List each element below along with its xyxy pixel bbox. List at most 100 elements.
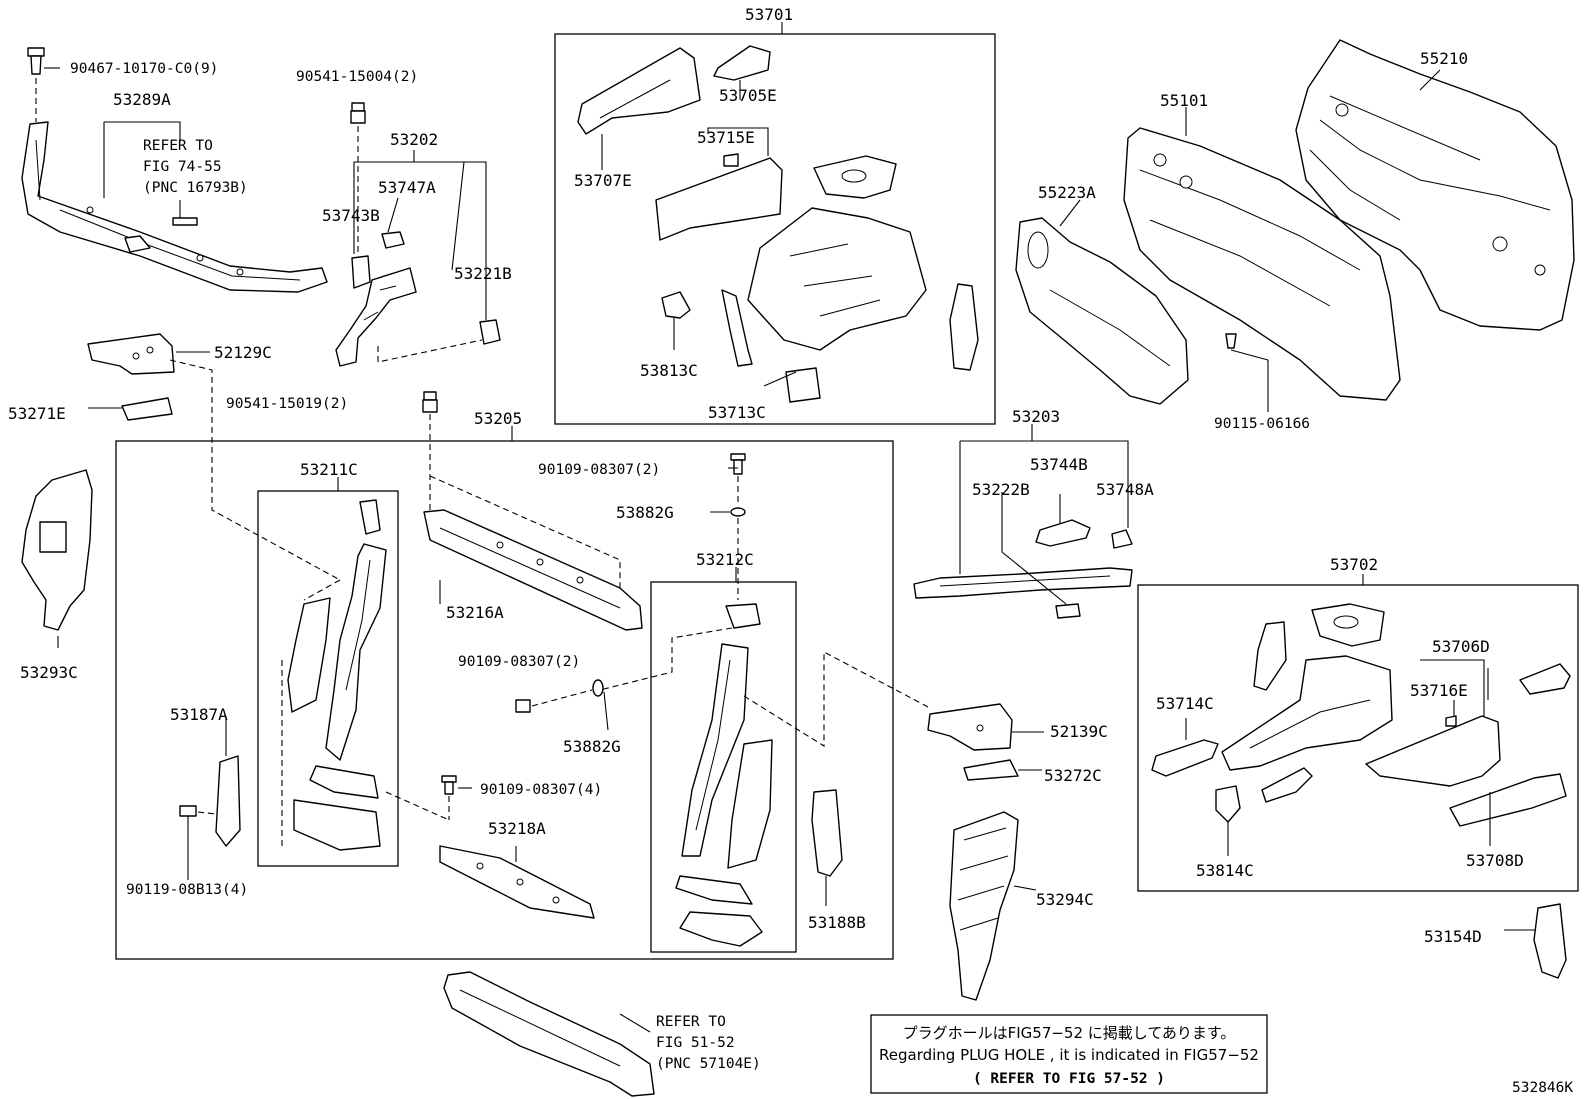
group-box-53702	[1137, 584, 1579, 892]
label-53271e: 53271E	[8, 404, 66, 423]
label-53706d: 53706D	[1432, 637, 1490, 656]
part-lower-cross-member	[443, 971, 655, 1097]
label-53203: 53203	[1012, 407, 1060, 426]
label-53293c: 53293C	[20, 663, 78, 682]
part-53293c	[21, 469, 93, 631]
label-53216a: 53216A	[446, 603, 504, 622]
label-90119-08b13: 90119-08B13(4)	[126, 882, 248, 898]
refer-51-line1: REFER TO	[656, 1014, 726, 1030]
figure-code: 532846K	[1512, 1080, 1573, 1096]
part-53187a	[179, 755, 241, 880]
part-53154d	[1533, 903, 1567, 979]
leader-lines	[44, 22, 1536, 1033]
label-53202: 53202	[390, 130, 438, 149]
label-53211c: 53211C	[300, 460, 358, 479]
label-53707e: 53707E	[574, 171, 632, 190]
part-53714c	[1151, 739, 1219, 777]
label-53716e: 53716E	[1410, 681, 1468, 700]
part-55210	[1295, 39, 1575, 331]
refer-51-line2: FIG 51-52	[656, 1035, 735, 1051]
label-52129c: 52129C	[214, 343, 272, 362]
part-53271e	[121, 397, 173, 421]
part-53701-group	[577, 45, 979, 403]
label-55101: 55101	[1160, 91, 1208, 110]
part-53202	[335, 231, 501, 367]
refer-74-line2: FIG 74-55	[143, 159, 222, 175]
label-53701: 53701	[745, 5, 793, 24]
label-90109-08307-top: 90109-08307(2)	[538, 462, 660, 478]
label-53187a: 53187A	[170, 705, 228, 724]
part-bolt-90109-top	[730, 453, 746, 600]
group-box-53211c	[257, 490, 399, 867]
part-53708d	[1449, 773, 1567, 827]
label-53222b: 53222B	[972, 480, 1030, 499]
note-line-en: Regarding PLUG HOLE , it is indicated in…	[879, 1046, 1259, 1064]
label-90109-08307-lower: 90109-08307(4)	[480, 782, 602, 798]
note-box	[870, 1014, 1268, 1094]
part-52139c	[927, 703, 1013, 751]
label-53221b: 53221B	[454, 264, 512, 283]
part-52129c	[87, 333, 341, 581]
label-53218a: 53218A	[488, 819, 546, 838]
part-bolt-90541-15004	[350, 102, 366, 255]
label-53212c: 53212C	[696, 550, 754, 569]
part-53294c	[949, 811, 1019, 1001]
note-line-refer: ( REFER TO FIG 57-52 )	[973, 1071, 1165, 1087]
part-53289a	[21, 121, 328, 293]
part-53218a	[439, 845, 595, 919]
label-53188b: 53188B	[808, 913, 866, 932]
label-53154d: 53154D	[1424, 927, 1482, 946]
refer-74-line3: (PNC 16793B)	[143, 180, 248, 196]
part-53216a	[423, 475, 643, 631]
label-53748a: 53748A	[1096, 480, 1154, 499]
part-53715e	[723, 153, 739, 167]
part-bolt-90541-15019	[422, 391, 438, 510]
part-53814c	[1215, 785, 1241, 823]
refer-51-line3: (PNC 57104E)	[656, 1056, 761, 1072]
part-53212c	[599, 603, 931, 947]
label-53272c: 53272C	[1044, 766, 1102, 785]
label-55210: 55210	[1420, 49, 1468, 68]
label-53702: 53702	[1330, 555, 1378, 574]
label-90541-15004: 90541-15004(2)	[296, 69, 418, 85]
label-53882g-top: 53882G	[616, 503, 674, 522]
part-55223a	[1015, 217, 1189, 405]
part-53705e	[713, 45, 771, 81]
part-53707e	[577, 47, 701, 135]
part-clip-90467	[27, 47, 45, 122]
part-bolt-90109-lower	[385, 775, 457, 821]
part-53211c	[281, 499, 387, 851]
label-53743b: 53743B	[322, 206, 380, 225]
label-53294c: 53294C	[1036, 890, 1094, 909]
label-90115-06166: 90115-06166	[1214, 416, 1310, 432]
label-55223a: 55223A	[1038, 183, 1096, 202]
label-52139c: 52139C	[1050, 722, 1108, 741]
group-box-53205	[115, 440, 894, 960]
label-90467: 90467-10170-C0(9)	[70, 61, 218, 77]
part-53702-group	[1151, 603, 1571, 827]
group-box-53212c	[650, 581, 797, 953]
label-53882g-mid: 53882G	[563, 737, 621, 756]
label-53714c: 53714C	[1156, 694, 1214, 713]
label-53813c: 53813C	[640, 361, 698, 380]
label-90109-08307-mid: 90109-08307(2)	[458, 654, 580, 670]
part-53716e	[1445, 715, 1457, 727]
part-53188b	[811, 789, 843, 877]
part-55101	[1123, 127, 1401, 412]
note-line-ja: プラグホールはFIG57−52 に掲載してあります。	[903, 1024, 1236, 1042]
part-53713c	[785, 367, 821, 403]
label-90541-15019: 90541-15019(2)	[226, 396, 348, 412]
group-box-53701	[554, 33, 996, 425]
label-53715e: 53715E	[697, 128, 755, 147]
label-53713c: 53713C	[708, 403, 766, 422]
part-53203	[913, 492, 1133, 619]
part-53272c	[963, 759, 1019, 781]
part-bolt-90109-mid	[515, 679, 604, 713]
refer-74-line1: REFER TO	[143, 138, 213, 154]
part-53813c	[661, 291, 691, 319]
label-53814c: 53814C	[1196, 861, 1254, 880]
label-53705e: 53705E	[719, 86, 777, 105]
label-53205: 53205	[474, 409, 522, 428]
